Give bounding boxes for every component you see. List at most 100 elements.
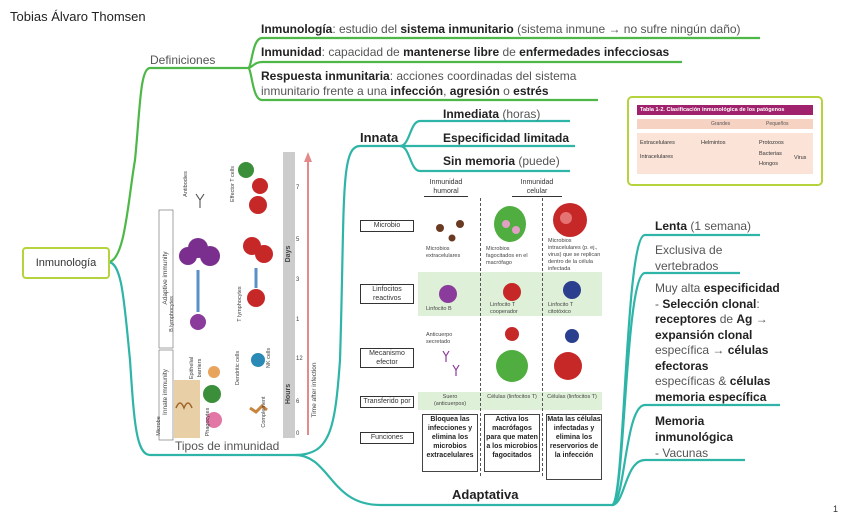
def3-term: Respuesta inmunitaria bbox=[261, 69, 390, 83]
label-antibodies: Antibodies bbox=[183, 171, 189, 197]
esp-g-b: células bbox=[729, 374, 771, 388]
innata-item-especificidad[interactable]: Especificidad limitada bbox=[443, 131, 569, 145]
esp-b-b: Selección clonal bbox=[662, 296, 757, 311]
def1-term: Inmunología bbox=[261, 22, 333, 36]
connector-ad-4 bbox=[611, 458, 745, 507]
definition-inmunologia[interactable]: Inmunología: estudio del sistema inmunit… bbox=[261, 22, 741, 36]
cell-drawings bbox=[436, 203, 587, 382]
exclusiva-l2: vertebrados bbox=[655, 259, 719, 273]
connector-def-2 bbox=[247, 60, 682, 70]
definition-inmunidad[interactable]: Inmunidad: capacidad de mantenerse libre… bbox=[261, 45, 669, 59]
table-cell-protozoos: Protozoos bbox=[759, 140, 784, 146]
esp-b: - bbox=[655, 296, 663, 311]
label-b-lymphocytes: B lymphocytes bbox=[169, 296, 175, 332]
author-name: Tobias Álvaro Thomsen bbox=[10, 9, 146, 24]
def1-text-b: (sistema inmune → no sufre ningún daño) bbox=[513, 22, 741, 36]
def2-text-a: : capacidad de bbox=[321, 45, 404, 59]
microbe-extracellular-1 bbox=[436, 224, 444, 232]
time-axis-bar bbox=[283, 152, 295, 438]
def2-text-b: de bbox=[499, 45, 520, 59]
table-cell-bacterias: Bacterias bbox=[759, 151, 782, 157]
col-header-humoral: Inmunidad humoral bbox=[424, 178, 468, 197]
connector-ad-2 bbox=[610, 271, 740, 507]
innata-label[interactable]: Innata bbox=[360, 130, 399, 145]
caption-linfocito-b: Linfocito B bbox=[426, 306, 452, 312]
caption-extracelulares: Microbios extracelulares bbox=[426, 246, 461, 259]
mem-l2: inmunológica bbox=[655, 430, 733, 444]
page-number: 1 bbox=[833, 504, 839, 514]
t-cytotoxic-cell bbox=[563, 281, 581, 299]
strip-transferido bbox=[418, 392, 602, 410]
lenta-bold: Lenta bbox=[655, 219, 688, 233]
def3-term4: estrés bbox=[513, 84, 549, 98]
adaptativa-item-exclusiva[interactable]: Exclusiva de vertebrados bbox=[655, 242, 722, 274]
function-t-citotoxico: Mata las células infectadas y elimina lo… bbox=[546, 414, 602, 480]
adaptativa-item-lenta[interactable]: Lenta (1 semana) bbox=[655, 219, 751, 233]
microbe-extracellular-2 bbox=[456, 220, 464, 228]
connector-def-3 bbox=[246, 66, 598, 102]
exclusiva-l1: Exclusiva de bbox=[655, 243, 723, 257]
esp-h-b: memoria específica bbox=[655, 389, 767, 404]
antibody-1 bbox=[442, 350, 450, 362]
tick-days-1: 1 bbox=[296, 317, 300, 323]
adaptativa-item-memoria[interactable]: Memoria inmunológica - Vacunas bbox=[655, 413, 733, 461]
innata-1-bold: Inmediata bbox=[443, 107, 500, 121]
t-helper-effector bbox=[505, 327, 519, 341]
figure-immunity-timeline: Innate immunity Adaptive immunity Epithe… bbox=[156, 150, 328, 442]
def3-text-a: : acciones coordinadas del sistema bbox=[389, 69, 577, 83]
timeline-drawing bbox=[158, 152, 312, 441]
innata-1-light: (horas) bbox=[499, 107, 541, 121]
caption-linfocito-t-cito: Linfocito T citotóxico bbox=[548, 302, 574, 315]
label-phagocytes: Phagocytes bbox=[205, 407, 211, 437]
row-label-transferido: Transferido por bbox=[360, 396, 414, 408]
def2-term: Inmunidad bbox=[261, 45, 322, 59]
function-t-cooperador: Activa los macrófagos para que maten a l… bbox=[484, 414, 540, 472]
label-days: Days bbox=[285, 245, 292, 263]
label-time-after-infection: Time after infection bbox=[311, 362, 318, 418]
lenta-light: (1 semana) bbox=[687, 219, 752, 233]
b-lymphocyte bbox=[190, 314, 206, 330]
esp-c: de bbox=[716, 312, 737, 326]
pathogen-table-card: Tabla 1-2. Clasificación inmunológica de… bbox=[627, 96, 823, 186]
plasma-cell-2 bbox=[200, 246, 220, 266]
root-node[interactable]: Inmunología bbox=[22, 247, 110, 279]
antibody-2 bbox=[452, 364, 460, 376]
def2-term2: mantenerse libre bbox=[403, 45, 500, 59]
pathogen-table-title: Tabla 1-2. Clasificación inmunológica de… bbox=[637, 105, 813, 115]
connector-tipos bbox=[107, 260, 295, 457]
table-cell-hongos: Hongos bbox=[759, 161, 778, 167]
figure-humoral-cellular: Inmunidad humoral Inmunidad celular Micr… bbox=[356, 176, 602, 480]
col-header-celular: Inmunidad celular bbox=[512, 178, 562, 197]
label-effector-t: Effector T cells bbox=[230, 165, 236, 203]
function-humoral: Bloquea las infecciones y elimina los mi… bbox=[422, 414, 478, 472]
innata-item-inmediata[interactable]: Inmediata (horas) bbox=[443, 107, 540, 121]
phagosome-2 bbox=[512, 226, 520, 234]
label-nk-cells: NK cells bbox=[266, 347, 272, 369]
adaptativa-item-especificidad[interactable]: Muy alta especificidad - Selección clona… bbox=[655, 281, 780, 404]
tipos-label[interactable]: Tipos de inmunidad bbox=[175, 439, 280, 453]
table-row-intracelulares: Intracelulares bbox=[640, 154, 674, 160]
target-cell bbox=[554, 352, 582, 380]
tick-hours-0: 0 bbox=[296, 431, 300, 437]
caption-anticuerpo: Anticuerpo secretado bbox=[426, 332, 453, 345]
definiciones-label[interactable]: Definiciones bbox=[150, 53, 216, 67]
esp-g: específicas & bbox=[655, 374, 730, 388]
adaptive-frame bbox=[158, 209, 174, 349]
phagocyte-cell bbox=[203, 385, 221, 403]
ctl-effector bbox=[565, 329, 579, 343]
esp-f-b: efectoras bbox=[655, 358, 709, 373]
row-label-mecanismo: Mecanismo efector bbox=[360, 348, 414, 368]
t-helper-cell bbox=[503, 283, 521, 301]
adaptativa-label[interactable]: Adaptativa bbox=[452, 487, 519, 502]
innata-item-memoria[interactable]: Sin memoria (puede) bbox=[443, 154, 560, 168]
definition-respuesta[interactable]: Respuesta inmunitaria: acciones coordina… bbox=[261, 69, 576, 99]
tick-hours-6: 6 bbox=[296, 399, 300, 405]
esp-e-b: células bbox=[727, 343, 769, 357]
table-cell-virus: Virus bbox=[794, 155, 807, 161]
label-microbe: Microbe bbox=[156, 416, 162, 436]
dendritic-cell bbox=[208, 366, 220, 378]
microbe-extracellular-3 bbox=[448, 234, 456, 242]
innata-3-bold: Sin memoria bbox=[443, 154, 516, 168]
col-divider-2 bbox=[542, 198, 543, 476]
connector-adaptativa bbox=[294, 453, 612, 507]
